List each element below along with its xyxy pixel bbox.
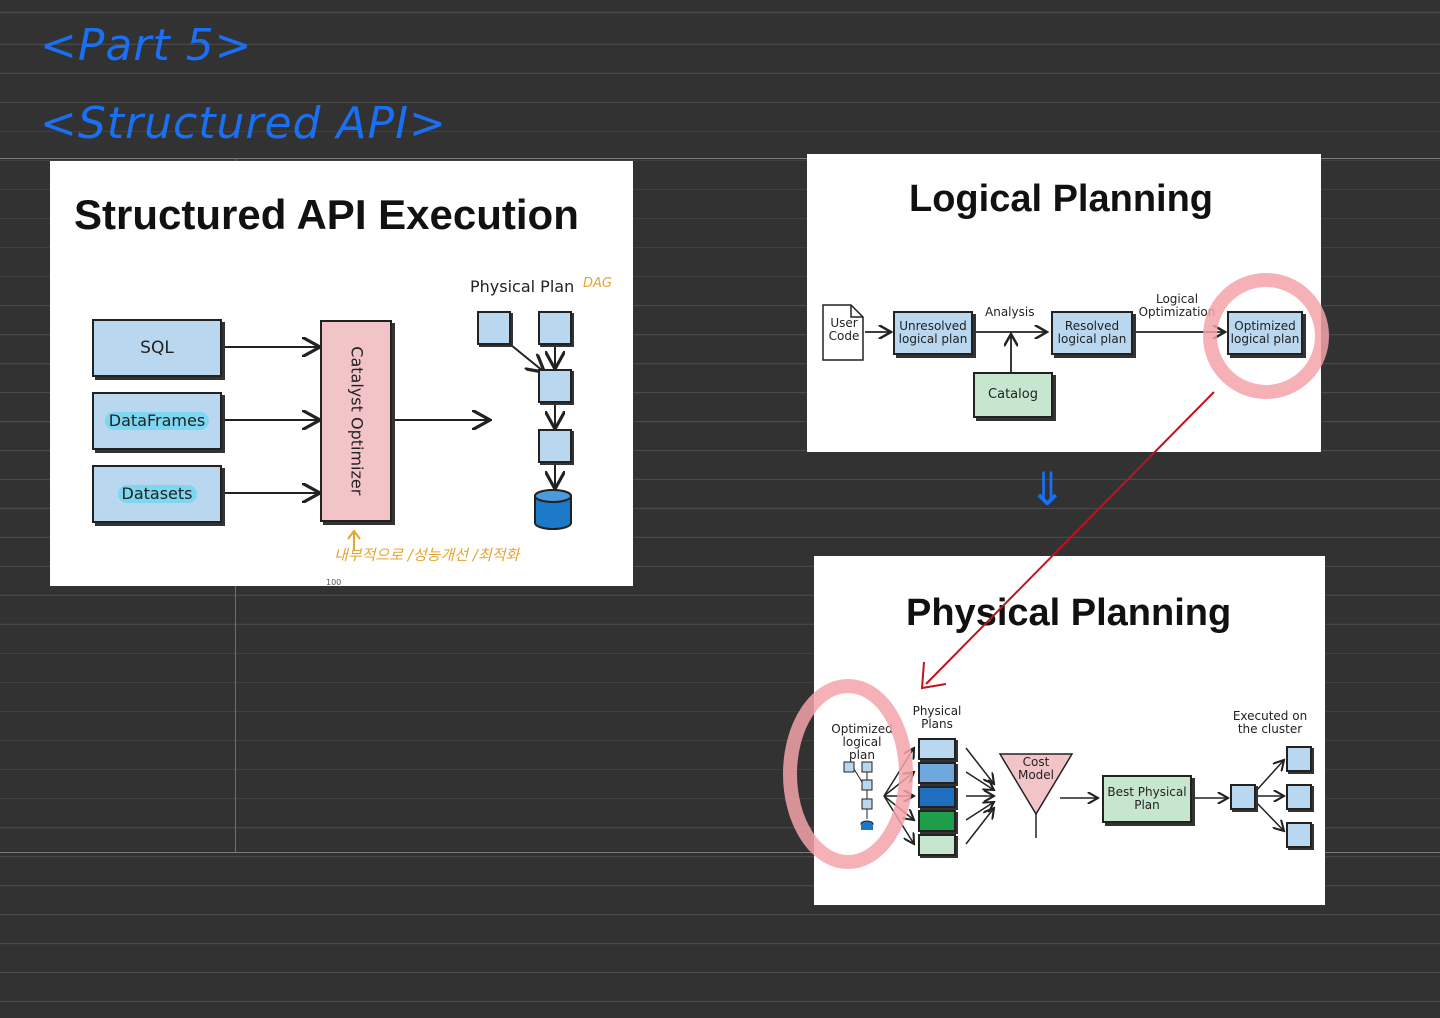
catalog-box: Catalog bbox=[973, 372, 1053, 418]
resolved-plan-box: Resolved logical plan bbox=[1051, 311, 1133, 355]
handwritten-heading-structured-api: <Structured API> bbox=[40, 98, 447, 149]
slide1-arrows bbox=[222, 161, 572, 551]
physical-plan-option bbox=[918, 810, 956, 832]
executed-cluster-label: Executed on the cluster bbox=[1232, 709, 1308, 737]
physical-plan-option bbox=[918, 786, 956, 808]
user-code-label: User Code bbox=[828, 316, 860, 344]
page-number: 100 bbox=[326, 578, 342, 586]
slide3-arrows bbox=[843, 556, 1325, 905]
cluster-node bbox=[1286, 822, 1312, 848]
datasets-box: Datasets bbox=[92, 465, 222, 523]
margin-line-bottom bbox=[0, 852, 1440, 853]
logical-optimization-label: Logical Optimization bbox=[1138, 292, 1216, 320]
physical-plan-label: Physical Plan bbox=[470, 277, 575, 296]
down-arrow-icon: ⇓ bbox=[1028, 462, 1068, 516]
slide-title: Physical Planning bbox=[906, 592, 1232, 634]
cost-model-label: Cost Model bbox=[1017, 755, 1055, 783]
cluster-node bbox=[1286, 746, 1312, 772]
optimized-plan-label: Optimized logical plan bbox=[831, 722, 893, 763]
cost-model-funnel bbox=[998, 753, 1074, 816]
handwritten-heading-part: <Part 5> bbox=[40, 20, 253, 71]
cluster-node bbox=[1230, 784, 1256, 810]
highlight-circle bbox=[783, 679, 913, 869]
physical-plan-option bbox=[918, 738, 956, 760]
margin-line-top bbox=[0, 158, 1440, 159]
plan-node bbox=[538, 311, 572, 345]
slide2-arrows bbox=[822, 304, 1321, 372]
slide-logical-planning[interactable]: Logical Planning User Code Unresolved lo… bbox=[807, 154, 1321, 452]
optimized-plan-box: Optimized logical plan bbox=[1227, 311, 1303, 355]
best-physical-plan-box: Best Physical Plan bbox=[1102, 775, 1192, 823]
cluster-node bbox=[1286, 784, 1312, 810]
dag-annotation: DAG bbox=[583, 276, 612, 291]
physical-plan-option bbox=[918, 834, 956, 856]
plan-node bbox=[538, 429, 572, 463]
unresolved-plan-box: Unresolved logical plan bbox=[893, 311, 973, 355]
analysis-label: Analysis bbox=[985, 305, 1035, 319]
highlight-circle bbox=[1203, 273, 1329, 399]
physical-plans-label: Physical Plans bbox=[912, 704, 962, 732]
korean-annotation: 내부적으로 /성능개선 /최적화 bbox=[334, 546, 520, 564]
plan-node bbox=[538, 369, 572, 403]
document-icon bbox=[822, 304, 864, 361]
slide-title: Structured API Execution bbox=[74, 191, 579, 238]
sql-box: SQL bbox=[92, 319, 222, 377]
catalyst-optimizer-box: Catalyst Optimizer bbox=[320, 320, 392, 522]
physical-plan-option bbox=[918, 762, 956, 784]
plan-node bbox=[477, 311, 511, 345]
red-connector-arrow bbox=[925, 391, 1215, 685]
slide-structured-api-execution[interactable]: Structured API Execution SQL DataFrames … bbox=[50, 161, 633, 586]
slide-title: Logical Planning bbox=[909, 178, 1214, 220]
dataframes-box: DataFrames bbox=[92, 392, 222, 450]
